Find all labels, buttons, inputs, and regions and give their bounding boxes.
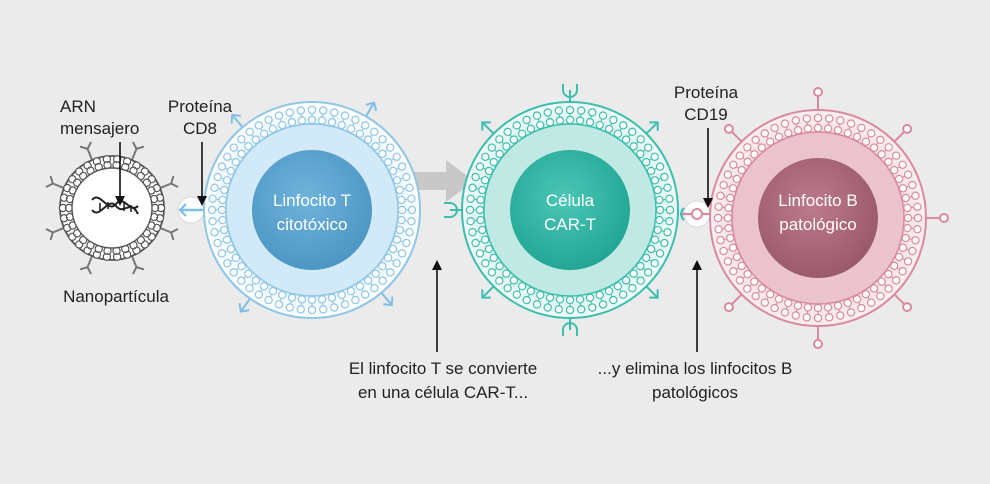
pathological-b-cell: [709, 87, 949, 349]
caption-conversion-line2: en una célula CAR-T...: [358, 383, 528, 402]
caption-elimination-line2: patológicos: [652, 383, 738, 402]
mrna-helix-icon: [91, 196, 139, 215]
transition-arrow: [410, 160, 474, 202]
label-cd19-line2: CD19: [684, 105, 727, 124]
pointer-arrows: [115, 128, 713, 352]
label-cd19-line1: Proteína: [674, 83, 739, 102]
label-tcell-line1: Linfocito T: [273, 191, 351, 210]
cart-membrane: [465, 105, 675, 315]
cytotoxic-t-cell: [203, 101, 421, 319]
label-bcell-line1: Linfocito B: [778, 191, 857, 210]
label-cart-line2: CAR-T: [544, 215, 596, 234]
caption-elimination-line1: ...y elimina los linfocitos B: [598, 359, 793, 378]
label-tcell-line2: citotóxico: [277, 215, 348, 234]
cd19-binding: [680, 200, 713, 228]
nanoparticle: [45, 141, 179, 275]
nanoparticle-bilayer: [58, 155, 166, 261]
label-cart-line1: Célula: [546, 191, 595, 210]
car-receptors: [444, 84, 659, 336]
label-bcell-line2: patológico: [779, 215, 857, 234]
bcell-nucleus: [758, 158, 878, 278]
cart-nucleus: [510, 150, 630, 270]
tcell-membrane: [207, 105, 417, 315]
label-nanoparticle: Nanopartícula: [63, 287, 169, 306]
tcell-nucleus: [252, 150, 372, 270]
car-t-cell: [444, 84, 679, 336]
caption-conversion-line1: El linfocito T se convierte: [349, 359, 537, 378]
nanoparticle-spikes: [45, 141, 179, 275]
label-arn-line1: ARN: [60, 97, 96, 116]
label-arn-line2: mensajero: [60, 119, 139, 138]
label-cd8-line1: Proteína: [168, 97, 233, 116]
bcell-membrane: [713, 113, 923, 323]
label-cd8-line2: CD8: [183, 119, 217, 138]
